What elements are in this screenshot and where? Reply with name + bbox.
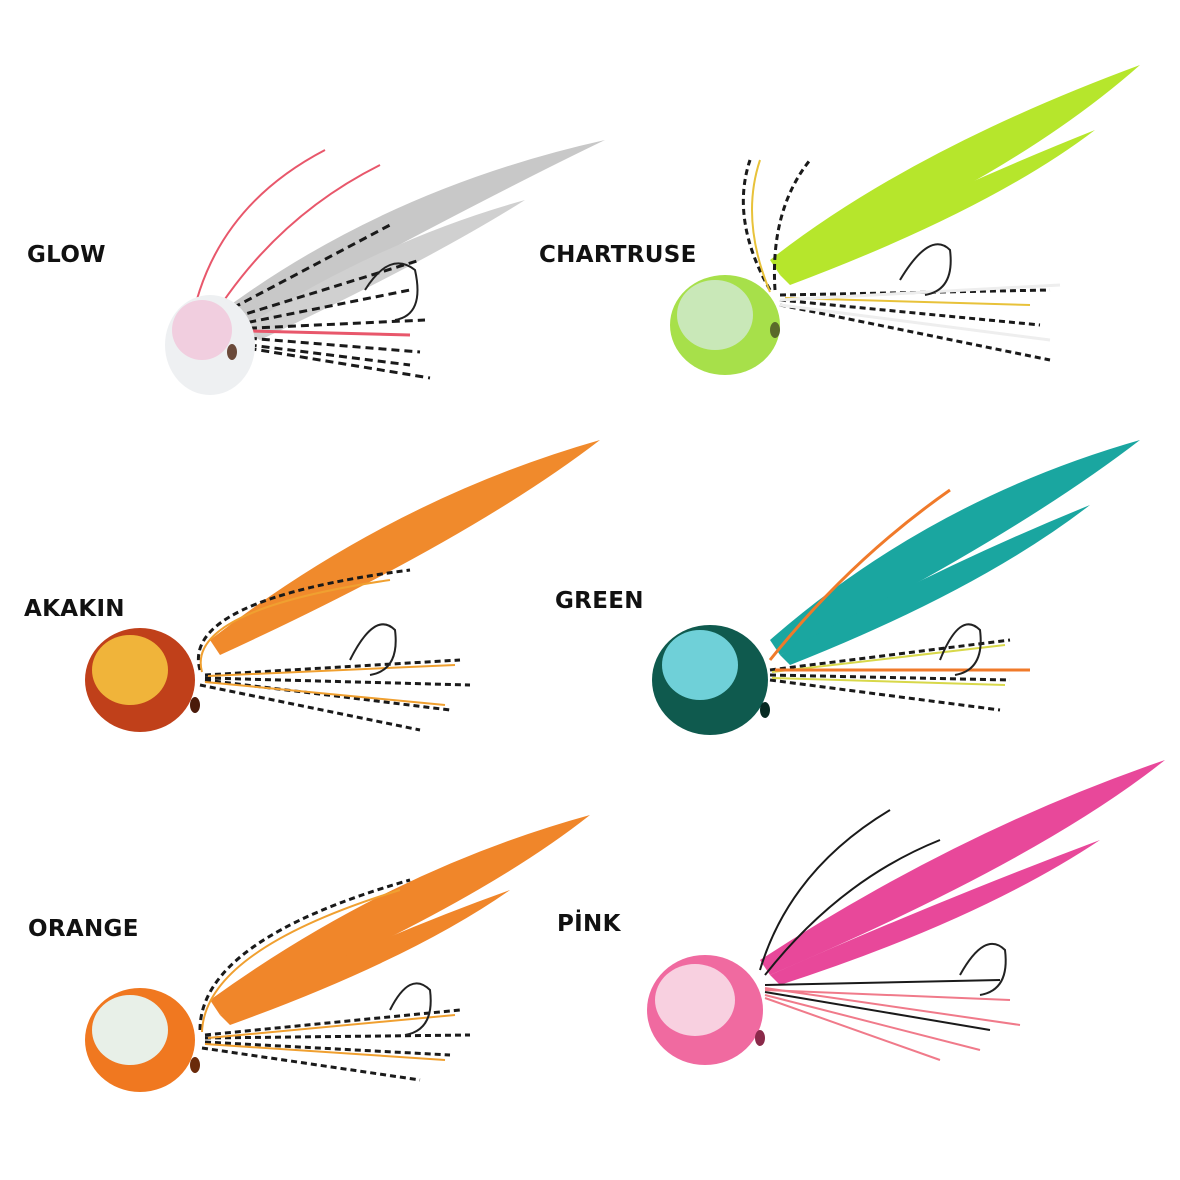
orange-lure-illustration	[85, 815, 590, 1092]
pink-lure-illustration	[647, 760, 1165, 1065]
lure-label-glow: GLOW	[27, 242, 106, 268]
lure-image-pink	[640, 760, 1170, 1084]
lure-image-chartruse	[660, 60, 1140, 384]
chartruse-lure-illustration	[670, 65, 1140, 375]
lure-label-orange: ORANGE	[28, 916, 139, 942]
lure-image-glow	[165, 130, 620, 404]
lure-image-akakin	[85, 440, 610, 744]
lure-image-green	[650, 440, 1150, 744]
lure-image-orange	[85, 810, 590, 1104]
lure-label-pink: PİNK	[557, 911, 621, 937]
lure-label-green: GREEN	[555, 588, 644, 614]
lure-label-akakin: AKAKIN	[24, 596, 125, 622]
glow-lure-illustration	[165, 140, 605, 395]
green-lure-illustration	[652, 440, 1140, 735]
akakin-lure-illustration	[85, 440, 600, 732]
lure-label-chartruse: CHARTRUSE	[539, 242, 697, 268]
